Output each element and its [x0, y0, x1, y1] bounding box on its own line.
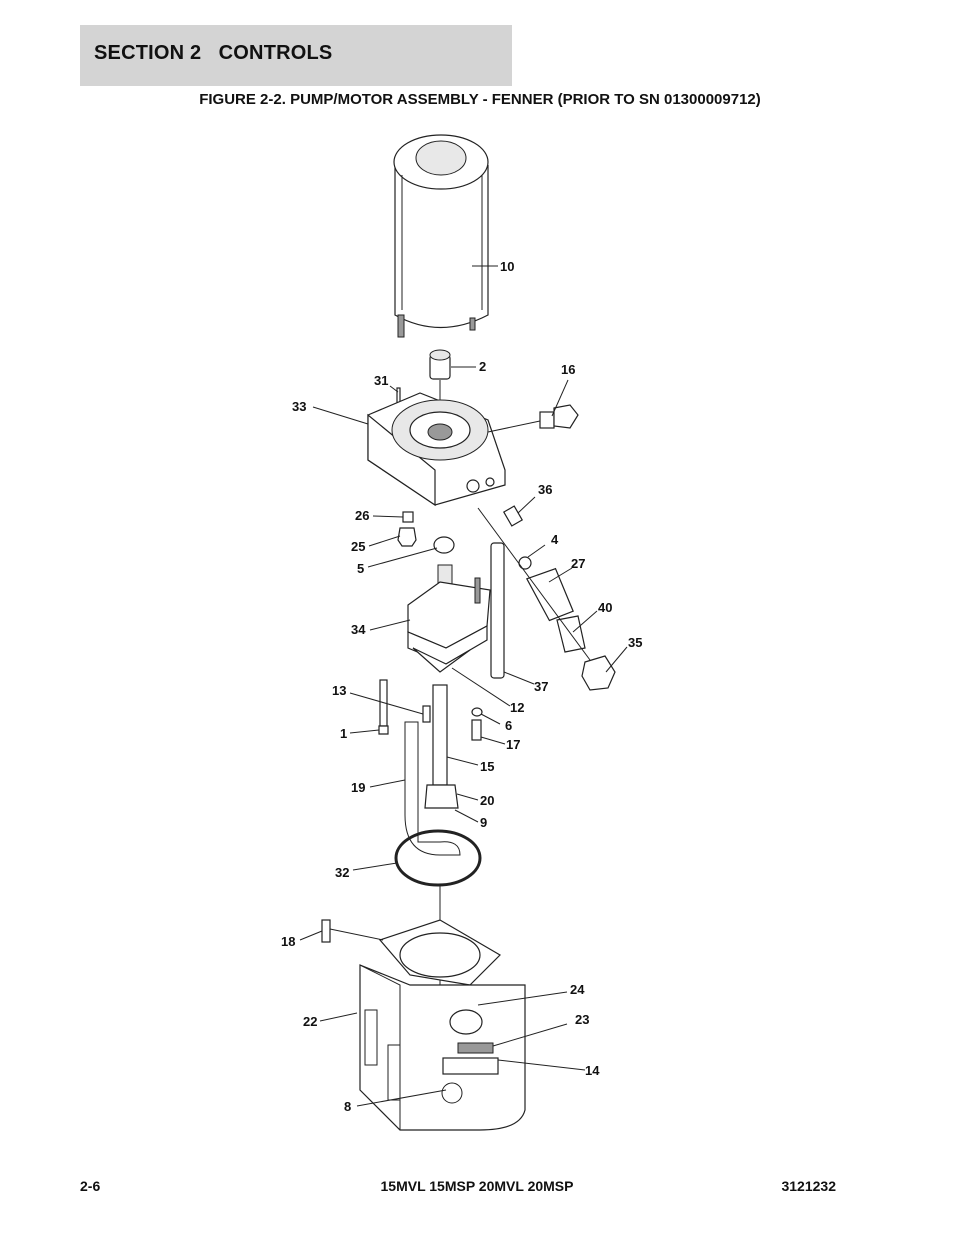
callout-34: 34	[351, 622, 366, 637]
callout-40: 40	[598, 600, 612, 615]
callout-23: 23	[575, 1012, 589, 1027]
callout-32: 32	[335, 865, 349, 880]
callout-15: 15	[480, 759, 494, 774]
callout-6: 6	[505, 718, 512, 733]
callout-20: 20	[480, 793, 494, 808]
callout-12: 12	[510, 700, 524, 715]
callout-37: 37	[534, 679, 548, 694]
section-title: SECTION 2 CONTROLS	[94, 42, 333, 64]
leader-lines	[299, 265, 628, 1107]
callout-33: 33	[292, 399, 306, 414]
coupling	[429, 349, 451, 400]
spring-small	[502, 505, 524, 527]
callout-18: 18	[281, 934, 295, 949]
callout-26: 26	[355, 508, 369, 523]
bearing	[433, 536, 455, 554]
callouts: 10 2 31 16 33 36 26 25 4 5 27 40 34 35 3…	[281, 259, 642, 1114]
fitting-small	[397, 527, 417, 547]
motor	[393, 134, 489, 338]
callout-5: 5	[357, 561, 364, 576]
section-header: SECTION 2 CONTROLS	[80, 25, 512, 86]
relief-spring	[525, 567, 574, 622]
callout-27: 27	[571, 556, 585, 571]
pump-body	[407, 577, 491, 673]
callout-16: 16	[561, 362, 575, 377]
rod	[490, 542, 505, 679]
filter	[424, 784, 459, 809]
callout-8: 8	[344, 1099, 351, 1114]
callout-19: 19	[351, 780, 365, 795]
pin-small	[422, 705, 431, 723]
reservoir	[359, 919, 526, 1131]
document-number: 3121232	[781, 1178, 836, 1194]
callout-10: 10	[500, 259, 514, 274]
ball	[518, 556, 532, 570]
adapter-block	[367, 392, 506, 507]
suction-tube	[432, 684, 448, 786]
callout-4: 4	[551, 532, 559, 547]
callout-2: 2	[479, 359, 486, 374]
callout-9: 9	[480, 815, 487, 830]
return-tube	[404, 721, 461, 856]
callout-24: 24	[570, 982, 585, 997]
screw-small	[471, 719, 482, 741]
callout-14: 14	[585, 1063, 600, 1078]
fitting	[539, 404, 579, 429]
callout-25: 25	[351, 539, 365, 554]
footer-models: 15MVL 15MSP 20MVL 20MSP	[380, 1178, 574, 1194]
callout-22: 22	[303, 1014, 317, 1029]
seal	[402, 511, 414, 523]
screw	[378, 725, 389, 735]
cap-nut	[581, 655, 616, 691]
o-ring	[394, 829, 482, 887]
callout-1: 1	[340, 726, 347, 741]
callout-36: 36	[538, 482, 552, 497]
washer	[471, 707, 483, 717]
callout-17: 17	[506, 737, 520, 752]
bolt	[321, 919, 331, 943]
callout-35: 35	[628, 635, 642, 650]
page-number: 2-6	[80, 1178, 101, 1194]
callout-31: 31	[374, 373, 388, 388]
callout-13: 13	[332, 683, 346, 698]
figure-title: FIGURE 2-2. PUMP/MOTOR ASSEMBLY - FENNER…	[199, 91, 761, 108]
